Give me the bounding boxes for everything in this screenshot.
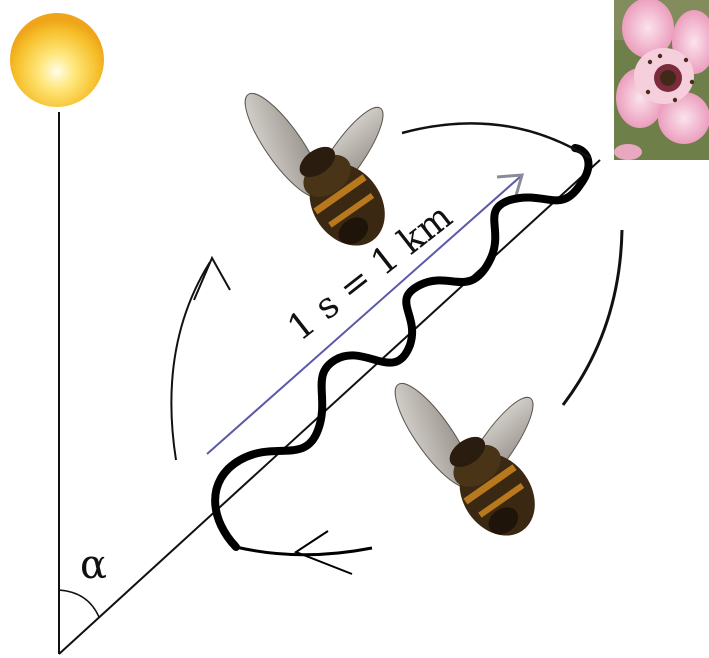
return-arc-bottom: [236, 531, 372, 574]
bee-icon: [383, 324, 594, 552]
sun-icon: [10, 13, 104, 107]
angle-label: α: [80, 542, 107, 588]
angle-arc: [59, 590, 99, 617]
return-arc-right: [563, 230, 622, 405]
return-loop-left: [171, 258, 230, 460]
return-arc-top: [402, 123, 590, 158]
waggle-run-path: [215, 148, 588, 547]
flower-icon: [614, 0, 709, 160]
